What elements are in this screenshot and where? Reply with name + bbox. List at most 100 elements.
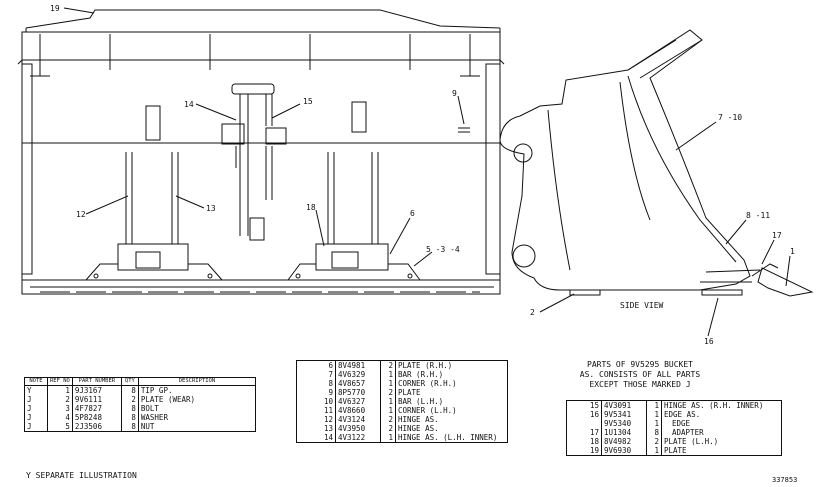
part-number: 8P5770 bbox=[335, 388, 381, 397]
part-number: 4F7827 bbox=[71, 404, 122, 413]
note: J bbox=[24, 395, 48, 404]
ref bbox=[566, 419, 602, 428]
parts-note-line-2: AS. CONSISTS OF ALL PARTS bbox=[579, 370, 701, 379]
ref: 9 bbox=[296, 388, 336, 397]
description: BAR (L.H.) bbox=[395, 397, 508, 406]
callout-9: 9 bbox=[452, 89, 457, 98]
callout-19: 19 bbox=[50, 4, 60, 13]
callout-6: 6 bbox=[410, 209, 415, 218]
description: PLATE (R.H.) bbox=[395, 360, 508, 370]
table-row: J 5 2J3506 8 NUT bbox=[24, 422, 257, 432]
part-number: 4V8657 bbox=[335, 379, 381, 388]
description: TIP GP. bbox=[137, 385, 257, 395]
callout-8-11: 8 -11 bbox=[746, 211, 770, 220]
part-number: 8V4982 bbox=[601, 437, 647, 446]
part-number: 4V3122 bbox=[335, 433, 381, 443]
ref: 5 bbox=[47, 422, 73, 432]
note: J bbox=[24, 404, 48, 413]
qty: 2 bbox=[380, 388, 396, 397]
footnote: Y SEPARATE ILLUSTRATION bbox=[26, 471, 137, 480]
part-number: 9V5340 bbox=[601, 419, 647, 428]
qty: 8 bbox=[120, 385, 139, 395]
table-row: J 3 4F7827 8 BOLT bbox=[24, 404, 257, 413]
part-number: 4V3124 bbox=[335, 415, 381, 424]
part-number: 1U1304 bbox=[601, 428, 647, 437]
ref: 15 bbox=[566, 400, 602, 410]
description: BOLT bbox=[137, 404, 257, 413]
ref: 17 bbox=[566, 428, 602, 437]
ref: 10 bbox=[296, 397, 336, 406]
callout-7-10: 7 -10 bbox=[718, 113, 742, 122]
qty: 2 bbox=[380, 360, 396, 370]
qty: 2 bbox=[380, 424, 396, 433]
front-view bbox=[17, 9, 505, 295]
ref: 18 bbox=[566, 437, 602, 446]
qty: 1 bbox=[380, 406, 396, 415]
callout-2: 2 bbox=[530, 308, 535, 317]
part-number: 4V8660 bbox=[335, 406, 381, 415]
callout-labels: 19 14 15 9 12 13 18 6 5 -3 -4 7 -10 8 -1… bbox=[50, 4, 795, 346]
part-number: 9V5341 bbox=[601, 410, 647, 419]
qty: 1 bbox=[380, 370, 396, 379]
parts-note: PARTS OF 9V5295 BUCKET AS. CONSISTS OF A… bbox=[560, 360, 720, 390]
ref: 2 bbox=[47, 395, 73, 404]
description: HINGE AS. bbox=[395, 415, 508, 424]
callout-12: 12 bbox=[76, 210, 86, 219]
qty: 2 bbox=[380, 415, 396, 424]
callout-14: 14 bbox=[184, 100, 194, 109]
ref: 12 bbox=[296, 415, 336, 424]
leader-lines bbox=[63, 7, 791, 337]
parts-table-left: NOTE REF NO PART NUMBER QTY DESCRIPTION … bbox=[24, 377, 257, 432]
description: EDGE bbox=[661, 419, 782, 428]
part-number: 5P8248 bbox=[71, 413, 122, 422]
ref: 1 bbox=[47, 385, 73, 395]
qty: 2 bbox=[120, 395, 139, 404]
description: WASHER bbox=[137, 413, 257, 422]
ref: 16 bbox=[566, 410, 602, 419]
part-number: 4V6327 bbox=[335, 397, 381, 406]
description: PLATE bbox=[395, 388, 508, 397]
part-number: 8V4981 bbox=[335, 360, 381, 370]
description: HINGE AS. (L.H. INNER) bbox=[395, 433, 508, 443]
description: HINGE AS. bbox=[395, 424, 508, 433]
header-ref: REF NO bbox=[47, 377, 73, 386]
description: PLATE (L.H.) bbox=[661, 437, 782, 446]
header-part-number: PART NUMBER bbox=[71, 377, 122, 386]
description: HINGE AS. (R.H. INNER) bbox=[661, 400, 782, 410]
ref: 7 bbox=[296, 370, 336, 379]
qty: 2 bbox=[646, 437, 662, 446]
callout-16: 16 bbox=[704, 337, 714, 346]
note: Y bbox=[24, 385, 48, 395]
callout-5-3-4: 5 -3 -4 bbox=[426, 245, 460, 254]
part-number: 4V3950 bbox=[335, 424, 381, 433]
callout-18: 18 bbox=[306, 203, 316, 212]
table-row: Y 1 9J3167 8 TIP GP. bbox=[24, 385, 257, 395]
qty: 1 bbox=[646, 446, 662, 456]
ref: 11 bbox=[296, 406, 336, 415]
description: ADAPTER bbox=[661, 428, 782, 437]
ref: 13 bbox=[296, 424, 336, 433]
qty: 8 bbox=[646, 428, 662, 437]
table-row: J 2 9V6111 2 PLATE (WEAR) bbox=[24, 395, 257, 404]
description: PLATE bbox=[661, 446, 782, 456]
part-number: 4V6329 bbox=[335, 370, 381, 379]
qty: 8 bbox=[120, 413, 139, 422]
description: NUT bbox=[137, 422, 257, 432]
part-number: 9V6111 bbox=[71, 395, 122, 404]
